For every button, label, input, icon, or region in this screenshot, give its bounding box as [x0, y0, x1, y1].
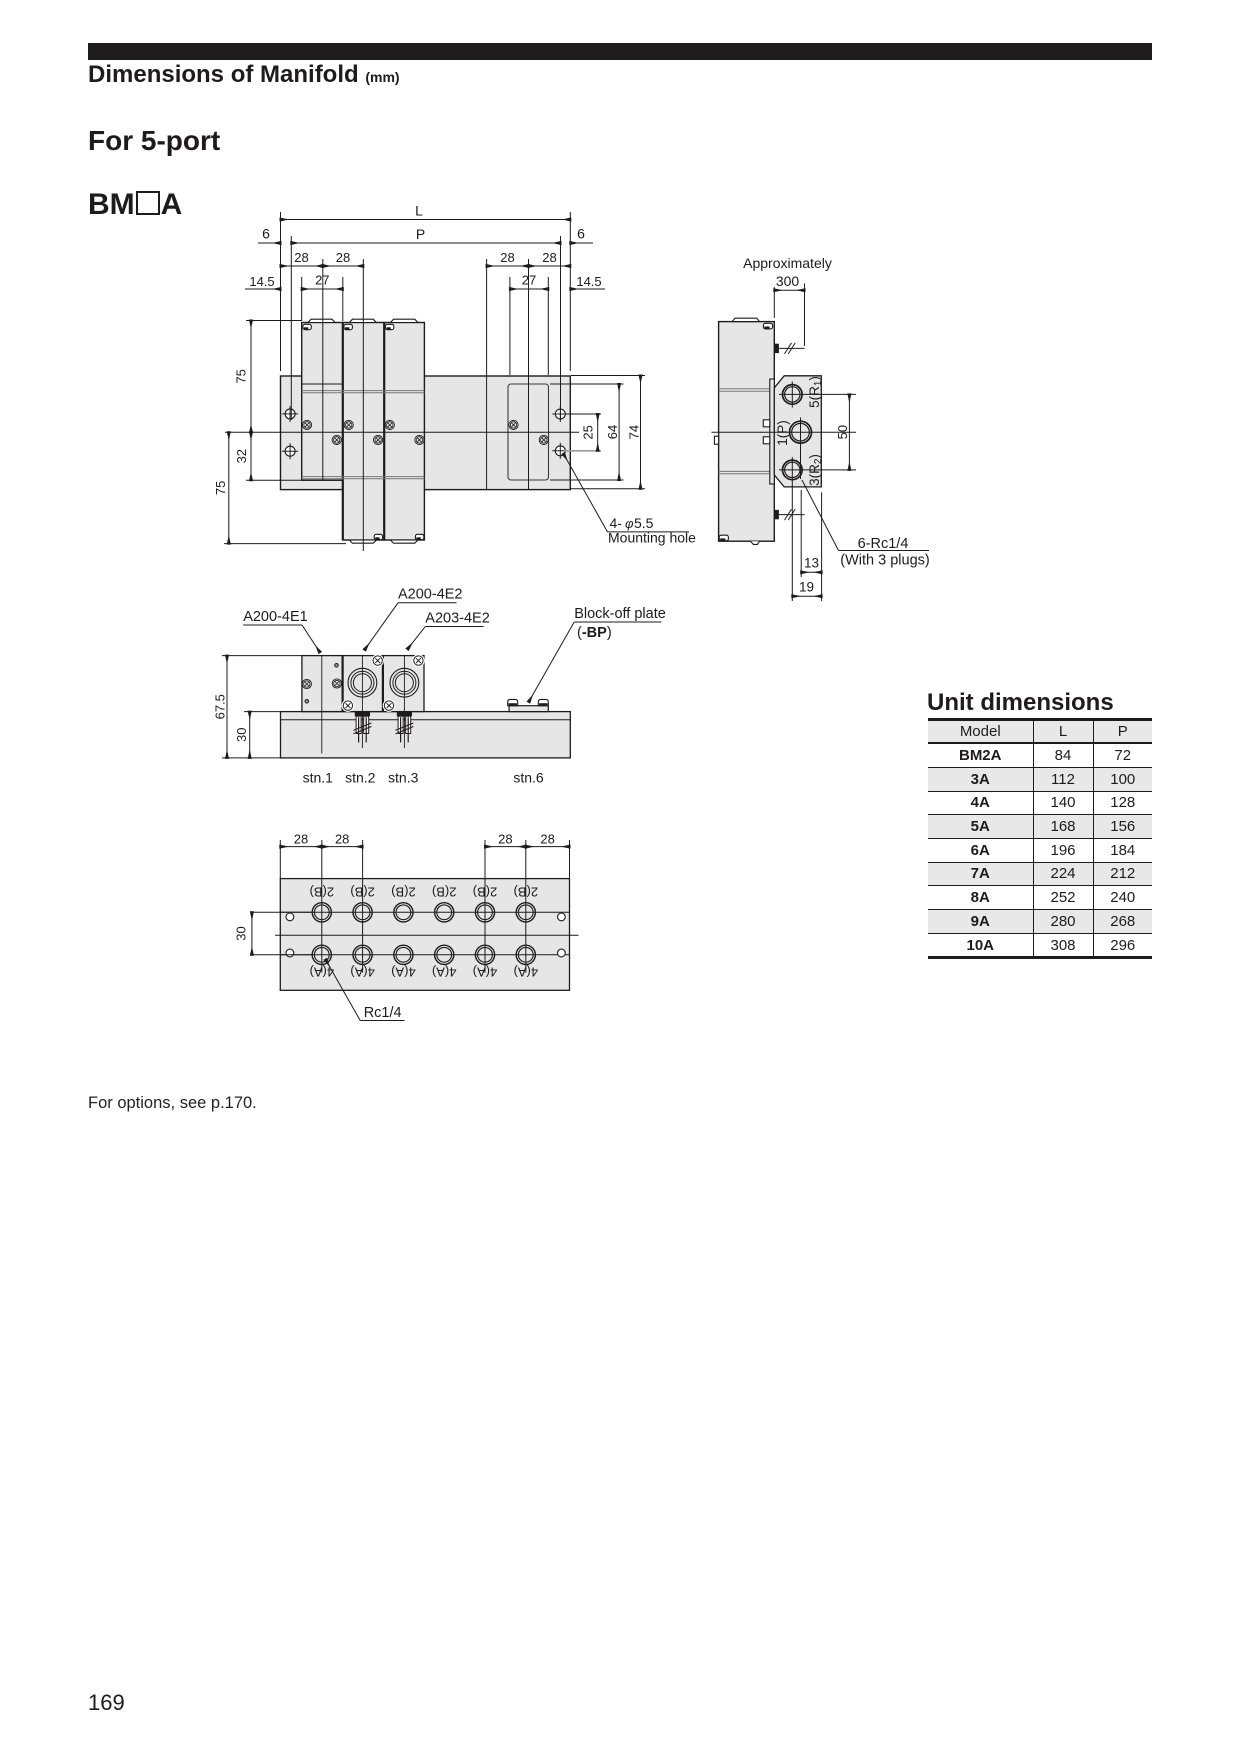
- svg-text:27: 27: [522, 273, 536, 288]
- svg-text:14.5: 14.5: [576, 274, 601, 289]
- svg-text:Rc1/4: Rc1/4: [364, 1005, 402, 1021]
- svg-text:30: 30: [234, 926, 249, 940]
- svg-text:67.5: 67.5: [213, 694, 228, 719]
- svg-text:2(B): 2(B): [310, 885, 335, 900]
- svg-text:(With 3 plugs): (With 3 plugs): [840, 553, 929, 569]
- svg-text:2(B): 2(B): [391, 885, 416, 900]
- svg-text:φ: φ: [625, 516, 634, 531]
- svg-text:4(A): 4(A): [514, 965, 539, 980]
- svg-text:50: 50: [835, 425, 850, 439]
- svg-text:64: 64: [605, 425, 620, 439]
- svg-text:4(A): 4(A): [350, 965, 375, 980]
- svg-text:Mounting hole: Mounting hole: [608, 530, 696, 546]
- svg-text:5.5: 5.5: [634, 515, 654, 531]
- svg-text:75: 75: [213, 481, 228, 495]
- svg-text:(-BP): (-BP): [577, 625, 612, 641]
- svg-text:4(A): 4(A): [432, 965, 457, 980]
- svg-text:28: 28: [500, 250, 514, 265]
- svg-text:2(B): 2(B): [432, 885, 457, 900]
- svg-text:4(A): 4(A): [310, 965, 335, 980]
- svg-text:6-Rc1/4: 6-Rc1/4: [858, 536, 909, 552]
- svg-text:14.5: 14.5: [249, 274, 274, 289]
- svg-text:28: 28: [540, 832, 554, 847]
- svg-text:4(A): 4(A): [391, 965, 416, 980]
- svg-text:P: P: [416, 226, 425, 242]
- svg-text:1(P): 1(P): [775, 420, 790, 446]
- svg-text:28: 28: [498, 832, 512, 847]
- svg-text:stn.1: stn.1: [303, 770, 334, 786]
- svg-text:28: 28: [335, 832, 349, 847]
- svg-text:2(B): 2(B): [514, 885, 539, 900]
- svg-text:A203-4E2: A203-4E2: [425, 611, 490, 627]
- svg-text:A200-4E2: A200-4E2: [398, 587, 463, 603]
- svg-text:28: 28: [542, 250, 556, 265]
- svg-text:stn.2: stn.2: [345, 770, 376, 786]
- svg-text:3(R2): 3(R2): [807, 454, 824, 486]
- svg-text:19: 19: [799, 580, 814, 595]
- svg-text:2(B): 2(B): [473, 885, 498, 900]
- svg-text:A200-4E1: A200-4E1: [243, 609, 308, 625]
- svg-text:32: 32: [234, 449, 249, 463]
- svg-text:5(R1): 5(R1): [807, 376, 824, 408]
- svg-text:74: 74: [627, 425, 642, 439]
- svg-text:4-: 4-: [610, 515, 623, 531]
- svg-text:6: 6: [262, 226, 270, 242]
- svg-text:Approximately: Approximately: [743, 255, 832, 271]
- svg-text:stn.6: stn.6: [513, 770, 544, 786]
- svg-text:13: 13: [804, 556, 819, 571]
- svg-text:28: 28: [294, 832, 308, 847]
- svg-text:stn.3: stn.3: [388, 770, 419, 786]
- svg-text:75: 75: [234, 369, 249, 383]
- svg-text:28: 28: [294, 250, 308, 265]
- svg-text:Block-off plate: Block-off plate: [574, 606, 666, 622]
- svg-text:4(A): 4(A): [473, 965, 498, 980]
- svg-text:28: 28: [336, 250, 350, 265]
- svg-text:L: L: [415, 203, 423, 219]
- svg-text:30: 30: [234, 728, 249, 742]
- svg-text:6: 6: [577, 226, 585, 242]
- svg-text:25: 25: [581, 425, 596, 439]
- svg-text:27: 27: [315, 273, 329, 288]
- svg-text:2(B): 2(B): [350, 885, 375, 900]
- svg-text:300: 300: [776, 273, 800, 289]
